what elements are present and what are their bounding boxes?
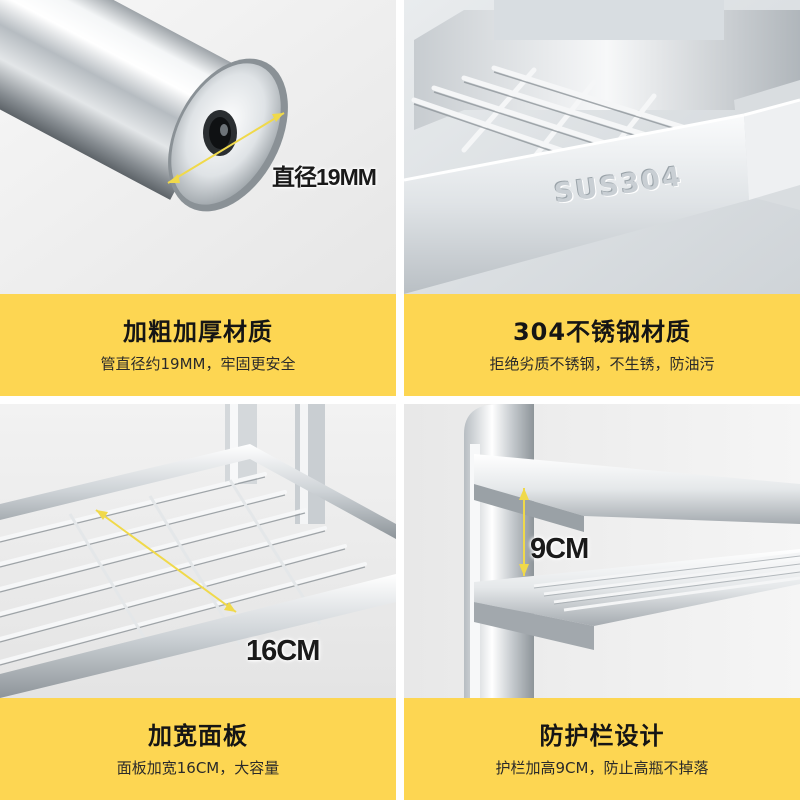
- tube-closeup-image: 直径19MM: [0, 0, 396, 294]
- feature-panel-material: SUS304 304不锈钢材质 拒绝劣质不锈钢，不生锈，防油污: [404, 0, 800, 396]
- basket-corner-image: SUS304: [404, 0, 800, 294]
- feature-title: 防护栏设计: [539, 722, 665, 750]
- caption-band: 加粗加厚材质 管直径约19MM，牢固更安全: [0, 294, 396, 396]
- feature-panel-guardrail: 9CM 防护栏设计 护栏加高9CM，防止高瓶不掉落: [404, 404, 800, 800]
- feature-panel-wide: 16CM 加宽面板 面板加宽16CM，大容量: [0, 404, 396, 800]
- feature-panel-tube: 直径19MM 加粗加厚材质 管直径约19MM，牢固更安全: [0, 0, 396, 396]
- height-label: 9CM: [530, 533, 589, 565]
- guardrail-image: 9CM: [404, 404, 800, 698]
- feature-subtitle: 管直径约19MM，牢固更安全: [100, 355, 296, 373]
- feature-subtitle: 护栏加高9CM，防止高瓶不掉落: [495, 759, 709, 777]
- feature-subtitle: 面板加宽16CM，大容量: [116, 759, 280, 777]
- wire-shelf-image: 16CM: [0, 404, 396, 698]
- diameter-label: 直径19MM: [272, 164, 377, 190]
- feature-title: 加宽面板: [148, 722, 248, 750]
- caption-band: 加宽面板 面板加宽16CM，大容量: [0, 698, 396, 800]
- feature-title: 304不锈钢材质: [512, 318, 692, 346]
- width-label: 16CM: [246, 635, 320, 667]
- caption-band: 防护栏设计 护栏加高9CM，防止高瓶不掉落: [404, 698, 800, 800]
- feature-title: 加粗加厚材质: [123, 318, 273, 346]
- caption-band: 304不锈钢材质 拒绝劣质不锈钢，不生锈，防油污: [404, 294, 800, 396]
- feature-subtitle: 拒绝劣质不锈钢，不生锈，防油污: [489, 355, 715, 373]
